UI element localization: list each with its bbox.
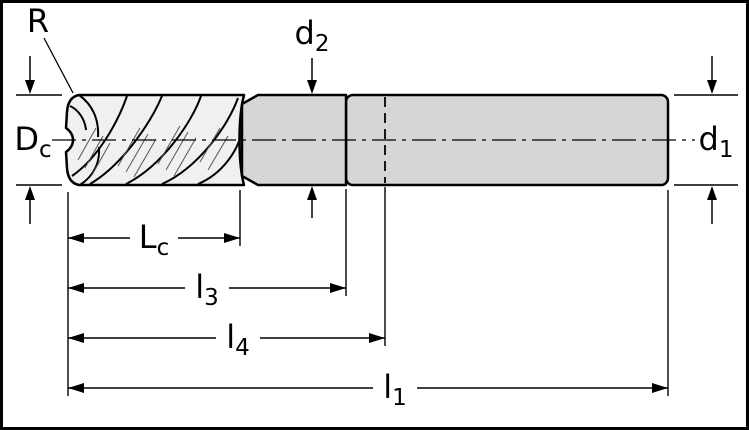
radius-leader-line	[43, 37, 74, 94]
length-l3-label: l3	[195, 268, 219, 311]
flute-hatching	[77, 125, 229, 178]
dimension-l1: l1	[68, 368, 668, 411]
length-l4-label: l4	[226, 318, 250, 361]
dc-arrows	[25, 56, 35, 224]
dimension-lc: Lc	[68, 218, 240, 261]
d1-extension-lines	[674, 94, 738, 186]
cutting-length-label: Lc	[139, 218, 169, 261]
d1-arrows	[707, 56, 717, 224]
cutting-diameter-label: Dc	[14, 120, 51, 163]
dimension-l3: l3	[68, 268, 346, 311]
dc-extension-lines	[16, 94, 62, 186]
d2-arrows	[307, 58, 317, 218]
dimension-l4: l4	[68, 318, 385, 361]
shank-diameter-label: d1	[699, 120, 734, 163]
length-extension-lines	[67, 187, 669, 396]
radius-label: R	[27, 2, 49, 40]
flute-spiral-lines	[69, 94, 243, 186]
neck-diameter-label: d2	[295, 14, 330, 57]
overall-length-label: l1	[383, 368, 407, 411]
